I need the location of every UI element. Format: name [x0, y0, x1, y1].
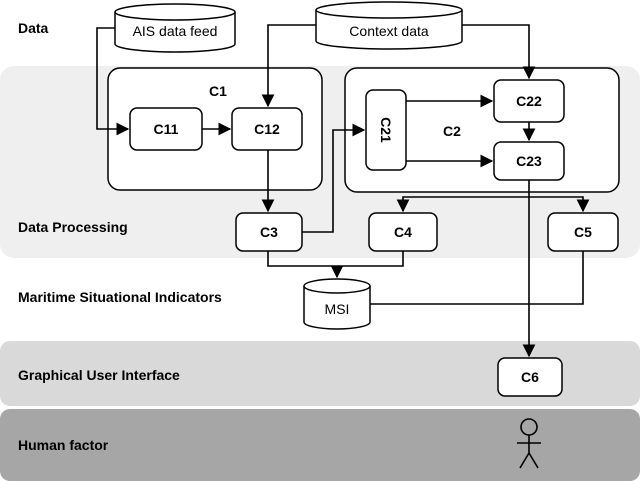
- component-c6: [497, 357, 563, 397]
- layer-label-data: Data: [18, 20, 49, 36]
- component-c22-label: C22: [516, 93, 542, 109]
- component-c21: [365, 89, 407, 171]
- group-c2-label: C2: [443, 123, 461, 139]
- layer-label-processing: Data Processing: [18, 219, 128, 235]
- ais-data-feed-cylinder: AIS data feed: [114, 3, 236, 53]
- context-data-cylinder: Context data: [315, 1, 463, 50]
- component-c12: [231, 107, 303, 151]
- component-c6-label: C6: [521, 369, 539, 385]
- component-c3-label: C3: [260, 224, 278, 240]
- msi-label: MSI: [325, 301, 350, 317]
- arrow-ais-to-c11: [96, 27, 130, 136]
- component-c23-label: C23: [516, 153, 542, 169]
- component-c12-label: C12: [254, 121, 280, 137]
- arrow-c3-to-c21: [302, 123, 366, 233]
- layer-label-human: Human factor: [18, 437, 109, 453]
- context-data-label: Context data: [349, 23, 429, 39]
- layer-label-indicators: Maritime Situational Indicators: [18, 289, 222, 305]
- human-icon: [517, 418, 541, 469]
- component-c5-label: C5: [574, 224, 592, 240]
- arrow-c5-to-msi: [370, 251, 584, 305]
- component-c4-label: C4: [394, 224, 412, 240]
- ais-data-feed-label: AIS data feed: [133, 23, 218, 39]
- arrow-context-to-c22: [462, 24, 536, 80]
- component-c21-label: C21: [378, 117, 394, 143]
- layer-label-gui: Graphical User Interface: [18, 367, 180, 383]
- human-band: [0, 409, 640, 481]
- gui-band: [0, 341, 640, 406]
- component-c11-label: C11: [154, 121, 179, 137]
- group-c1-label: C1: [209, 83, 227, 99]
- arrow-context-to-c12: [261, 24, 316, 108]
- msi-cylinder: MSI: [303, 278, 371, 330]
